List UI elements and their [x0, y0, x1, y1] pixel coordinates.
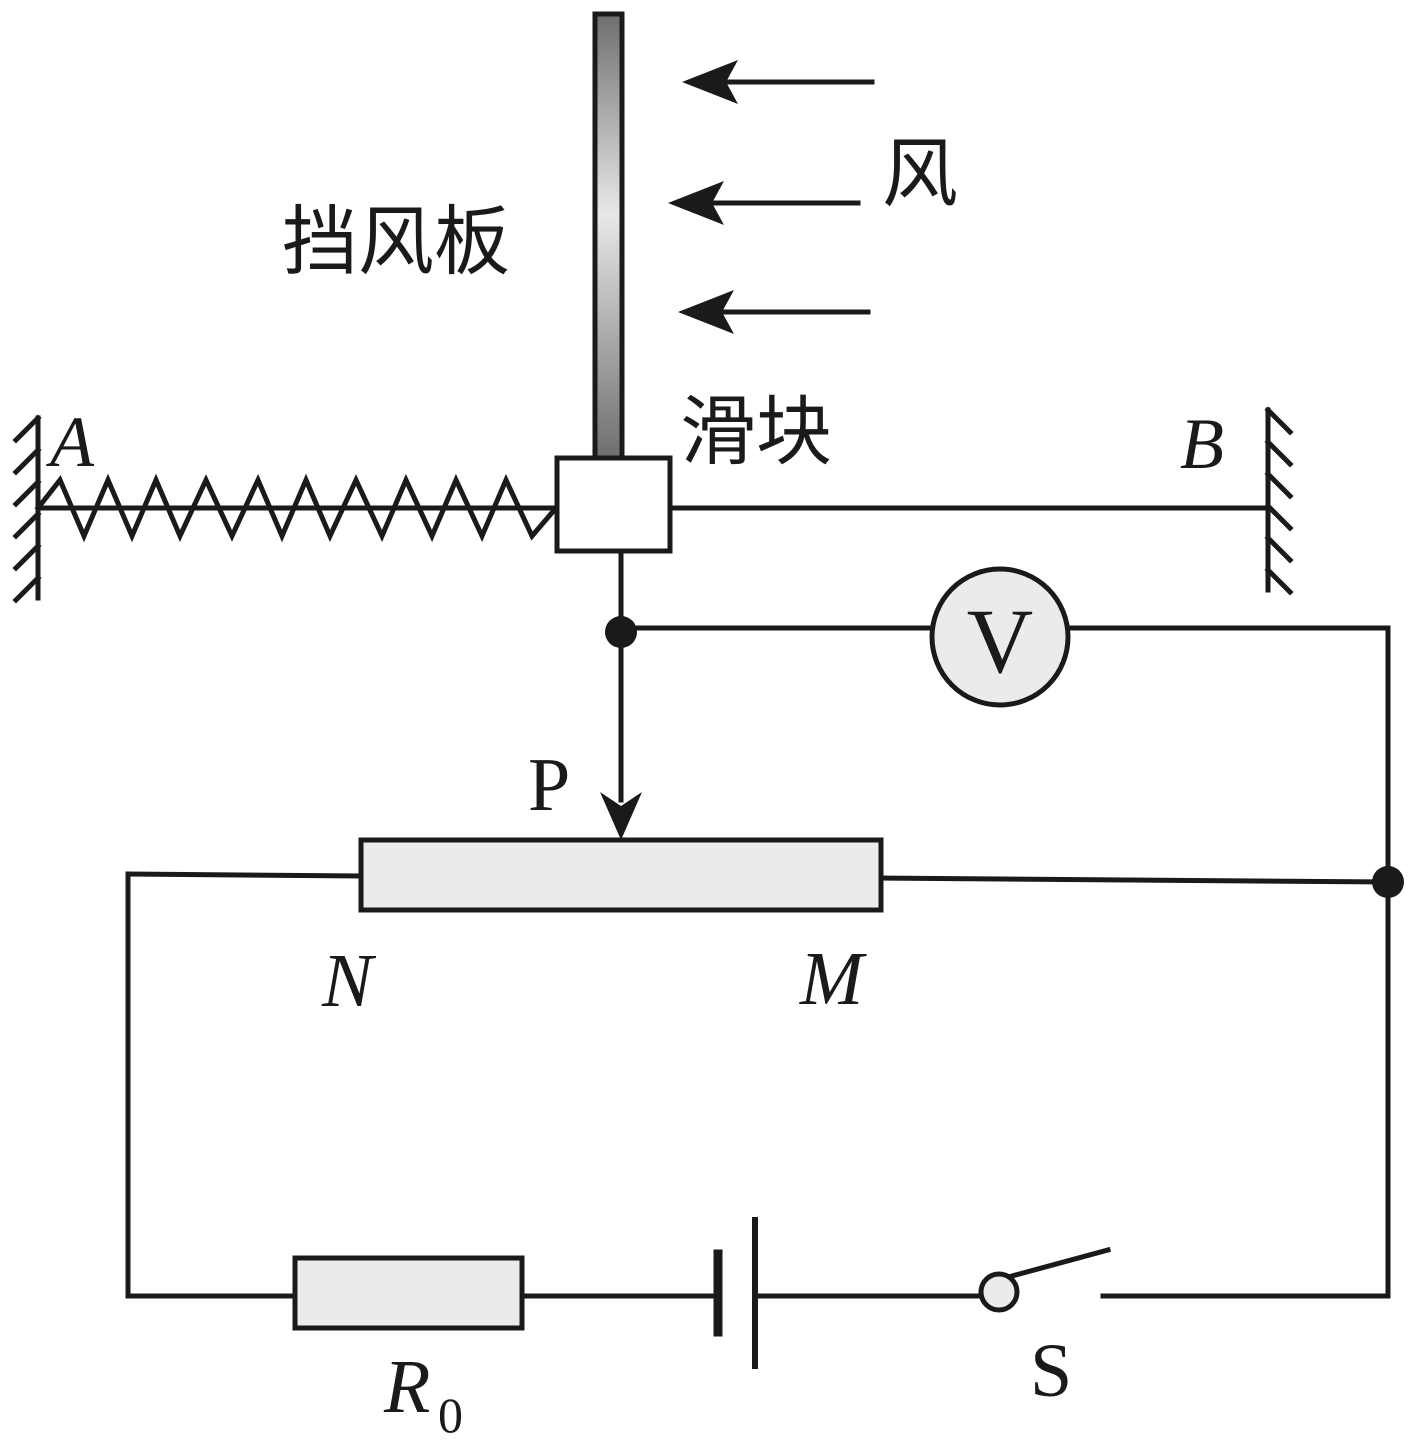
junction-dot — [605, 616, 637, 648]
wind-label: 风 — [882, 129, 958, 218]
junction-dot — [1372, 866, 1404, 898]
voltmeter-label: V — [967, 590, 1033, 692]
wire-n-left — [125, 871, 364, 879]
voltmeter-icon — [929, 566, 1071, 708]
battery-icon — [713, 1217, 758, 1369]
left-wall-icon — [12, 414, 42, 604]
resistor-r0-subscript: 0 — [438, 1387, 463, 1443]
switch-s-label: S — [1030, 1329, 1072, 1413]
contact-p-label: P — [528, 743, 570, 827]
resistor-r0 — [292, 1255, 525, 1331]
point-b-label: B — [1180, 404, 1224, 484]
right-wall-icon — [1264, 406, 1294, 596]
end-n-label: N — [321, 939, 377, 1023]
wind-arrow-icon — [678, 290, 871, 334]
resistor-r0-label: R — [383, 1345, 430, 1429]
contact-arrow-icon — [600, 792, 642, 840]
rheostat-resistor — [358, 837, 884, 913]
wind-arrows — [668, 60, 875, 334]
end-m-label: M — [799, 937, 867, 1021]
baffle-plate — [592, 11, 625, 461]
wire-m-right — [878, 875, 1391, 885]
switch-icon — [978, 1246, 1112, 1313]
slider-label: 滑块 — [680, 387, 832, 476]
wind-arrow-icon — [682, 60, 875, 104]
wind-arrow-icon — [668, 181, 861, 225]
baffle-label: 挡风板 — [282, 197, 510, 286]
slider-block — [554, 455, 673, 554]
point-a-label: A — [46, 402, 95, 482]
